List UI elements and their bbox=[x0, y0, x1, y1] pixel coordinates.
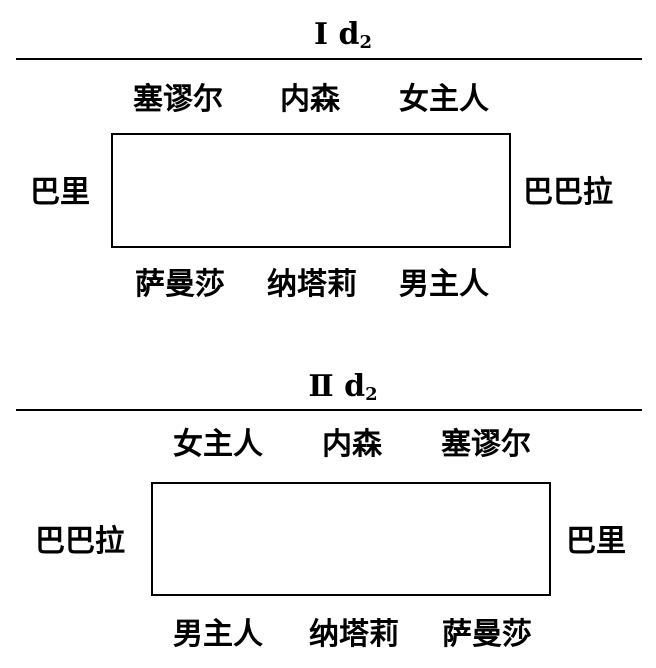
arrangement-2-top-seat-2: 内森 bbox=[322, 427, 382, 462]
arrangement-1-rule bbox=[16, 58, 642, 60]
arrangement-1-numeral: Ⅰ bbox=[313, 17, 329, 52]
arrangement-1-left-seat: 巴里 bbox=[30, 175, 90, 210]
arrangement-2-top-seat-3: 塞谬尔 bbox=[441, 427, 531, 462]
arrangement-1-bottom-seat-1: 萨曼莎 bbox=[135, 267, 225, 302]
arrangement-2-numeral: Ⅱ bbox=[308, 369, 334, 404]
arrangement-1-bottom-seat-3: 男主人 bbox=[399, 267, 489, 302]
arrangement-1-right-seat: 巴巴拉 bbox=[523, 175, 613, 210]
arrangement-2-variable: d bbox=[344, 369, 366, 404]
arrangement-1-top-seat-3: 女主人 bbox=[399, 82, 489, 117]
arrangement-1-variable: d bbox=[338, 17, 360, 52]
arrangement-1-table bbox=[111, 133, 511, 248]
arrangement-1-subscript: 2 bbox=[359, 32, 373, 53]
arrangement-1-title: Ⅰ d2 bbox=[314, 20, 372, 52]
arrangement-2-bottom-seat-2: 纳塔莉 bbox=[309, 617, 399, 652]
arrangement-2-title: Ⅱ d2 bbox=[308, 372, 377, 404]
arrangement-2-right-seat: 巴里 bbox=[566, 524, 626, 559]
arrangement-2-bottom-seat-1: 男主人 bbox=[173, 617, 263, 652]
arrangement-2-table bbox=[151, 482, 551, 596]
arrangement-2-left-seat: 巴巴拉 bbox=[35, 524, 125, 559]
arrangement-1-bottom-seat-2: 纳塔莉 bbox=[267, 267, 357, 302]
arrangement-2-rule bbox=[16, 409, 642, 411]
arrangement-2-top-seat-1: 女主人 bbox=[173, 427, 263, 462]
arrangement-2-subscript: 2 bbox=[365, 384, 378, 405]
arrangement-2-bottom-seat-3: 萨曼莎 bbox=[442, 617, 532, 652]
arrangement-1-top-seat-2: 内森 bbox=[280, 82, 340, 117]
arrangement-1-top-seat-1: 塞谬尔 bbox=[133, 82, 223, 117]
